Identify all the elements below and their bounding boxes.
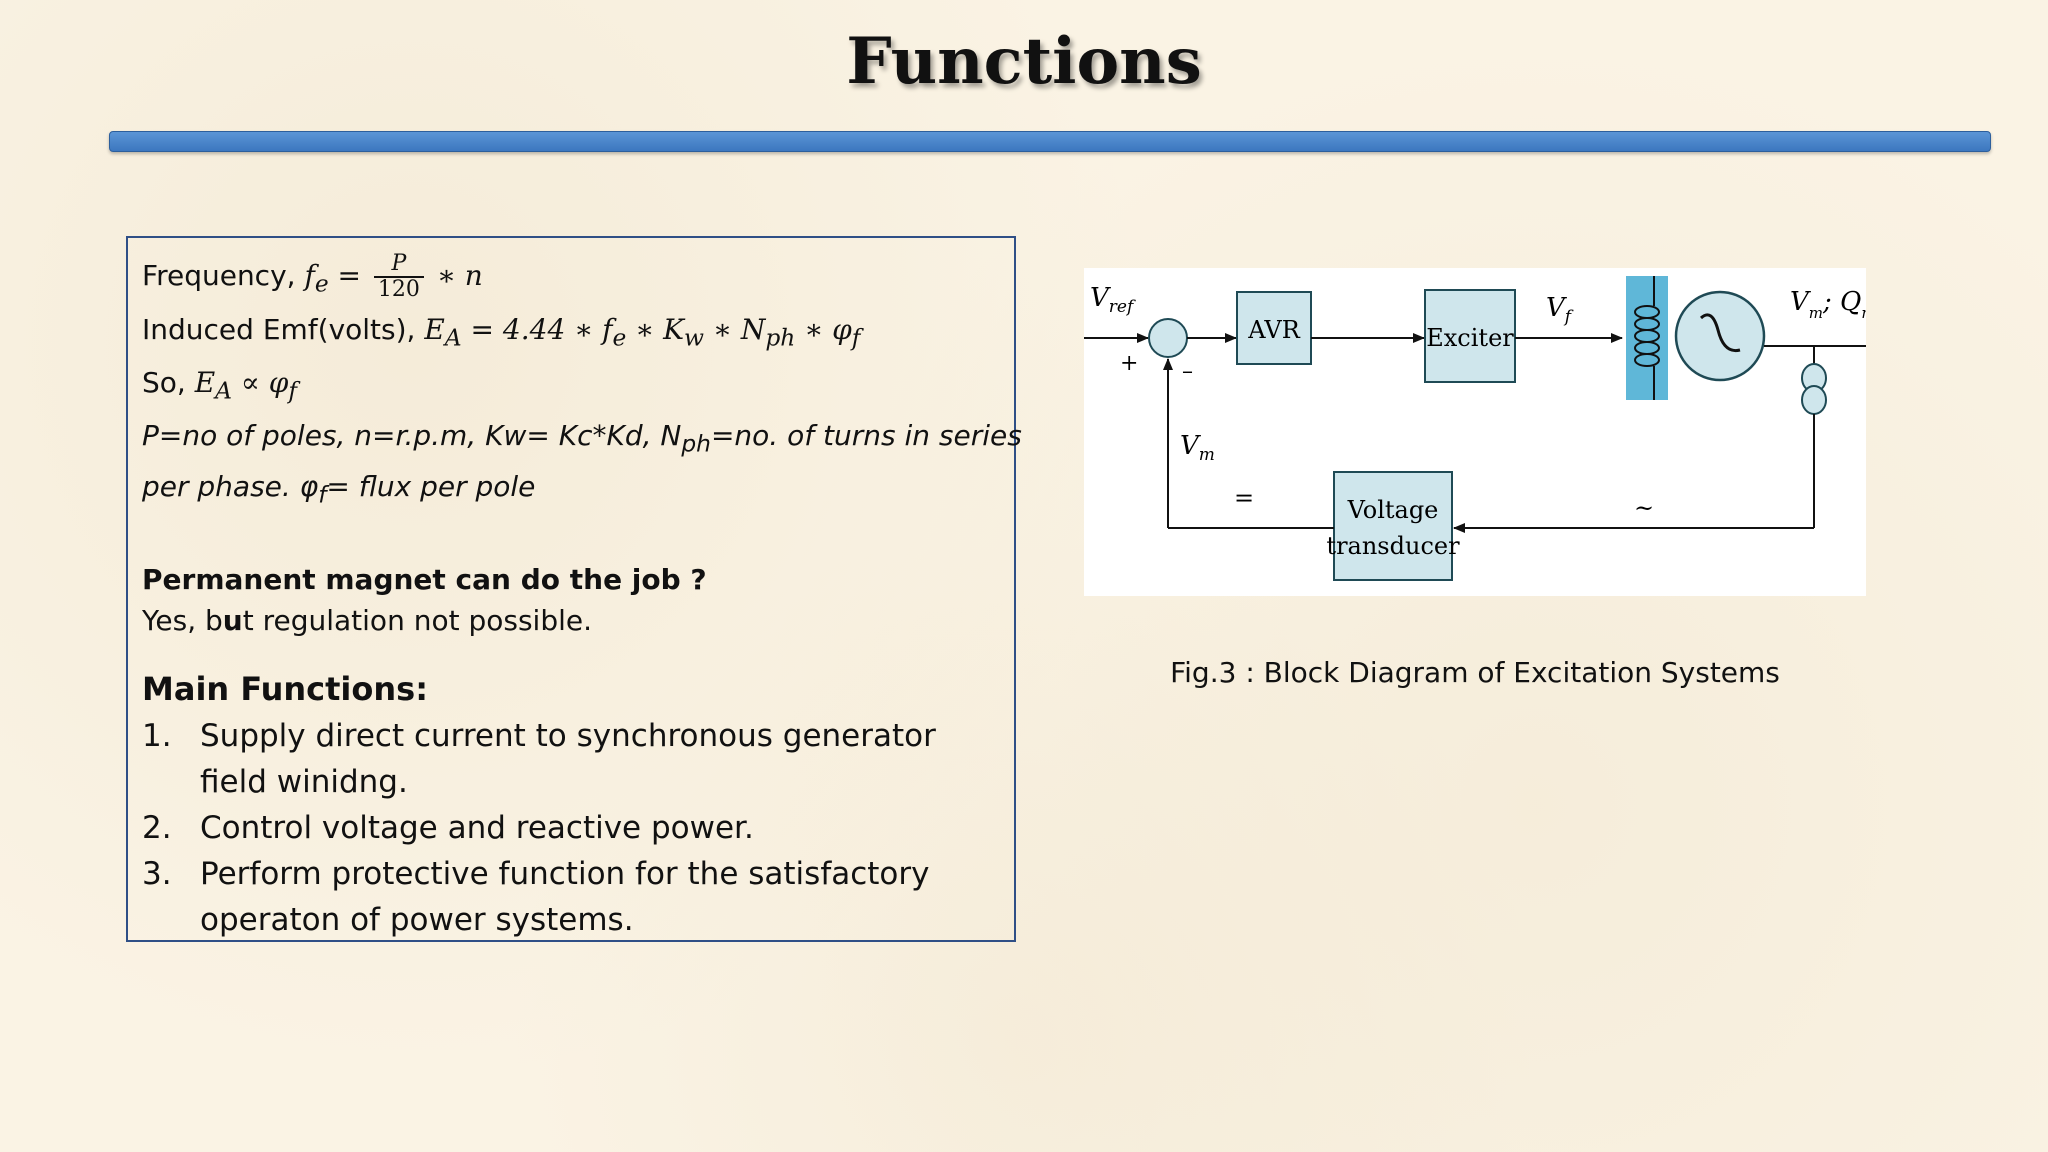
voltage-transducer-block bbox=[1333, 471, 1453, 581]
transformer-icon bbox=[1801, 363, 1827, 415]
list-item: 1.Supply direct current to synchronous g… bbox=[142, 717, 936, 800]
definitions-line-1: P=no of poles, n=r.p.m, Kw= Kc*Kd, Nph=n… bbox=[142, 418, 1022, 458]
question-answer: Yes, but regulation not possible. bbox=[142, 603, 593, 637]
list-item: 2.Control voltage and reactive power. bbox=[142, 809, 754, 846]
frequency-fraction: P 120 bbox=[373, 252, 424, 302]
block-diagram-svg: Vref + – AVR Exciter Vf bbox=[1084, 276, 1876, 581]
dc-symbol: = bbox=[1234, 484, 1254, 512]
exciter-label: Exciter bbox=[1426, 324, 1514, 352]
definitions-line-2: per phase. φf= flux per pole bbox=[142, 470, 536, 509]
minus-sign: – bbox=[1182, 359, 1193, 384]
question-heading: Permanent magnet can do the job ? bbox=[142, 562, 707, 596]
vf-label: Vf bbox=[1546, 293, 1574, 327]
figure-caption: Fig.3 : Block Diagram of Excitation Syst… bbox=[1170, 656, 1780, 689]
vm-label: Vm bbox=[1180, 431, 1215, 465]
main-functions-heading: Main Functions: bbox=[142, 669, 428, 708]
title-divider-bar bbox=[109, 131, 1991, 152]
plus-sign: + bbox=[1120, 351, 1138, 376]
content-box: Frequency, fe = P 120 ∗ n Induced Emf(vo… bbox=[126, 236, 1022, 943]
exciter-block bbox=[1424, 289, 1516, 383]
frequency-formula: Frequency, fe = P 120 ∗ n bbox=[142, 251, 483, 302]
transducer-label-1: Voltage bbox=[1347, 496, 1439, 524]
transducer-label-2: transducer bbox=[1326, 532, 1460, 560]
coil-icon bbox=[1634, 276, 1660, 400]
field-coil bbox=[1626, 276, 1668, 400]
slide-title: Functions bbox=[846, 24, 1202, 99]
vref-label: Vref bbox=[1090, 283, 1136, 317]
ac-symbol: ~ bbox=[1634, 494, 1654, 522]
proportional-formula: So, EA ∝ φf bbox=[142, 366, 298, 405]
summing-junction bbox=[1148, 318, 1188, 358]
list-item: 3.Perform protective function for the sa… bbox=[142, 855, 930, 938]
main-functions-list: 1.Supply direct current to synchronous g… bbox=[142, 713, 1014, 943]
block-diagram: Vref + – AVR Exciter Vf bbox=[1084, 268, 1876, 596]
emf-formula: Induced Emf(volts), EA = 4.44 ∗ fe ∗ Kw … bbox=[142, 312, 861, 352]
avr-label: AVR bbox=[1247, 316, 1300, 344]
avr-block bbox=[1236, 291, 1312, 365]
vm-qm-label: Vm; Qm bbox=[1790, 287, 1866, 322]
